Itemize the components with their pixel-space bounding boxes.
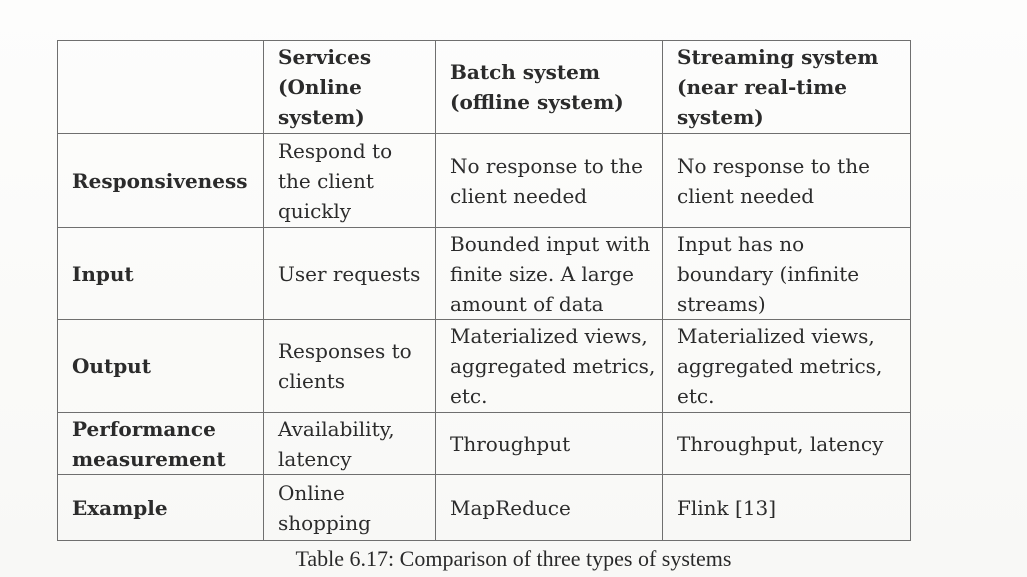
header-services: Services (Online system) xyxy=(263,40,436,134)
cell-batch: MapReduce xyxy=(435,474,663,541)
table-row: Example Online shopping MapReduce Flink … xyxy=(57,474,911,541)
table-row: Responsiveness Respond to the client qui… xyxy=(57,133,911,228)
row-label-input: Input xyxy=(57,227,264,320)
header-streaming: Streaming system (near real-time system) xyxy=(662,40,911,134)
cell-batch: Materialized views, aggregated metrics, … xyxy=(435,319,663,413)
row-label-responsiveness: Responsiveness xyxy=(57,133,264,228)
row-label-output: Output xyxy=(57,319,264,413)
cell-batch: No response to the client needed xyxy=(435,133,663,228)
header-batch: Batch system (offline system) xyxy=(435,40,663,134)
cell-services: Respond to the client quickly xyxy=(263,133,436,228)
corner-cell xyxy=(57,40,264,134)
row-label-example: Example xyxy=(57,474,264,541)
table-header-row: Services (Online system) Batch system (o… xyxy=(57,40,911,134)
cell-services: Online shopping xyxy=(263,474,436,541)
cell-services: Responses to clients xyxy=(263,319,436,413)
cell-streaming: No response to the client needed xyxy=(662,133,911,228)
header-batch-text: Batch system (offline system) xyxy=(450,60,624,114)
header-streaming-text: Streaming system (near real-time system) xyxy=(677,45,879,129)
table-caption: Table 6.17: Comparison of three types of… xyxy=(295,546,732,571)
cell-streaming: Throughput, latency xyxy=(662,412,911,475)
table-row: Performance measurement Availability, la… xyxy=(57,412,911,475)
comparison-table: Services (Online system) Batch system (o… xyxy=(57,40,911,541)
cell-streaming: Flink [13] xyxy=(662,474,911,541)
cell-streaming: Input has no boundary (infinite streams) xyxy=(662,227,911,320)
row-label-performance: Performance measurement xyxy=(57,412,264,475)
cell-batch: Throughput xyxy=(435,412,663,475)
header-services-text: Services (Online system) xyxy=(278,45,372,129)
table-row: Input User requests Bounded input with f… xyxy=(57,227,911,320)
cell-batch: Bounded input with finite size. A large … xyxy=(435,227,663,320)
cell-streaming: Materialized views, aggregated metrics, … xyxy=(662,319,911,413)
cell-services: User requests xyxy=(263,227,436,320)
table-row: Output Responses to clients Materialized… xyxy=(57,319,911,413)
cell-services: Availability, latency xyxy=(263,412,436,475)
